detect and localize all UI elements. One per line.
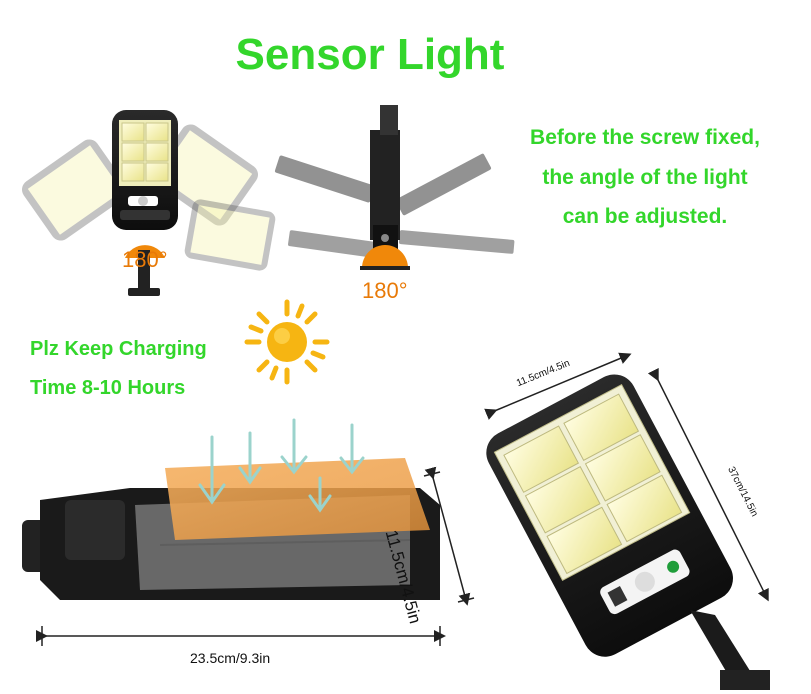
- adjust-note-line-1: Before the screw fixed,: [530, 126, 760, 149]
- rotating-lamp-side-view: [274, 105, 515, 270]
- page-title: Sensor Light: [235, 30, 505, 79]
- charging-note-line-1: Plz Keep Charging: [30, 338, 207, 360]
- arrow-down-icon: [198, 418, 365, 513]
- dimension-arrow-icon: [36, 466, 475, 646]
- adjust-note-line-3: can be adjusted.: [562, 205, 728, 228]
- angle-label-left: 180°: [122, 247, 168, 272]
- charging-note-line-2: Time 8-10 Hours: [30, 377, 186, 399]
- solar-panel-view: [22, 458, 440, 600]
- angle-label-right: 180°: [362, 278, 408, 303]
- panel-length-label: 23.5cm/9.3in: [190, 650, 271, 666]
- adjust-note-line-2: the angle of the light: [542, 166, 748, 189]
- hinge-right: [362, 245, 408, 268]
- sun-icon: [244, 299, 330, 385]
- street-lamp-dimension-view: [484, 352, 770, 690]
- rotating-lamp-front-view: [21, 110, 276, 296]
